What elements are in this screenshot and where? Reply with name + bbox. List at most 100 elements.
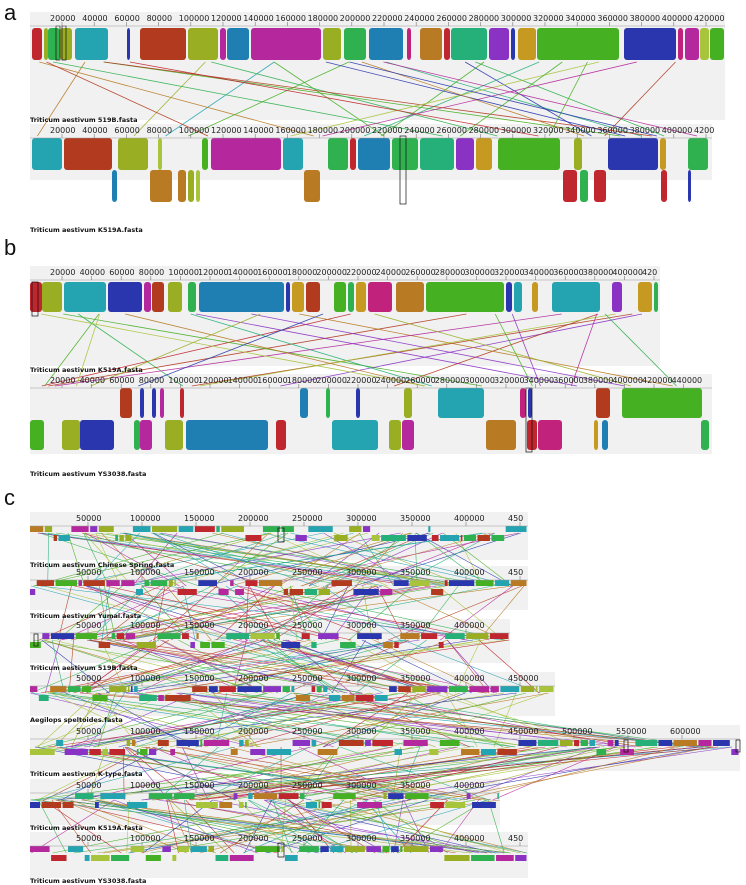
connector-line xyxy=(152,585,218,641)
connector-line xyxy=(125,692,636,748)
lcb-block xyxy=(400,846,403,852)
connector-line xyxy=(47,532,349,587)
lcb-block xyxy=(368,282,392,312)
lcb-block xyxy=(284,855,298,861)
lcb-block xyxy=(394,749,402,755)
tick-label: 200000 xyxy=(238,621,269,630)
connector-line xyxy=(199,746,510,801)
tick-label: 200000 xyxy=(340,126,371,135)
connector-line xyxy=(56,746,600,801)
connector-line xyxy=(402,692,504,748)
connector-line xyxy=(41,532,444,587)
lcb-block xyxy=(520,388,526,418)
tick-label: 100000 xyxy=(130,514,161,523)
panel-letter-b: b xyxy=(4,235,16,260)
lcb-block xyxy=(469,686,490,692)
connector-line xyxy=(152,532,239,587)
tick-label: 20000 xyxy=(50,268,75,277)
connector-line xyxy=(373,639,490,694)
lcb-block xyxy=(219,802,233,808)
connector-line xyxy=(282,639,435,694)
lcb-block xyxy=(445,802,466,808)
tick-label: 260000 xyxy=(405,268,436,277)
lcb-block xyxy=(165,420,183,450)
lcb-block xyxy=(200,740,203,746)
lcb-block xyxy=(245,802,247,808)
lcb-block xyxy=(118,138,148,170)
lcb-block xyxy=(211,642,225,648)
lcb-block xyxy=(535,686,538,692)
tick-label: 360000 xyxy=(553,268,584,277)
tick-label: 360000 xyxy=(597,14,628,23)
tick-label: 600000 xyxy=(670,727,701,736)
lcb-block xyxy=(511,28,515,60)
lcb-block xyxy=(476,138,492,170)
lcb-block xyxy=(248,793,253,799)
lcb-block xyxy=(318,589,331,595)
lcb-block xyxy=(258,580,283,586)
lcb-block xyxy=(188,170,194,202)
connector-line xyxy=(142,799,213,854)
connector-line xyxy=(212,532,289,587)
lcb-block xyxy=(132,526,151,532)
lcb-block xyxy=(430,802,444,808)
lcb-block xyxy=(391,846,399,852)
connector-line xyxy=(293,692,643,748)
connector-line xyxy=(392,746,401,801)
tick-label: 280000 xyxy=(435,376,466,385)
lcb-block xyxy=(109,749,126,755)
lcb-block xyxy=(44,526,53,532)
connector-line xyxy=(43,639,209,694)
connector-line xyxy=(86,639,362,694)
lcb-block xyxy=(514,282,522,312)
lcb-block xyxy=(82,686,91,692)
tick-label: 350000 xyxy=(400,568,431,577)
connector-line xyxy=(604,313,677,387)
lcb-block xyxy=(612,282,622,312)
tick-label: 400000 xyxy=(454,514,485,523)
tick-label: 300000 xyxy=(346,514,377,523)
lcb-block xyxy=(55,580,77,586)
lcb-block xyxy=(389,420,401,450)
tick-label: 400000 xyxy=(612,376,643,385)
tick-label: 180000 xyxy=(308,14,339,23)
connector-line xyxy=(464,61,592,137)
lcb-block xyxy=(42,633,50,639)
lcb-block xyxy=(594,420,598,450)
tick-label: 340000 xyxy=(524,376,555,385)
lcb-block xyxy=(152,388,156,418)
tick-label: 400000 xyxy=(454,621,485,630)
connector-line xyxy=(89,585,144,641)
lcb-block xyxy=(357,802,383,808)
lcb-block xyxy=(140,28,186,60)
connector-line xyxy=(60,746,164,801)
tick-label: 100000 xyxy=(130,834,161,843)
connector-line xyxy=(140,799,357,854)
connector-line xyxy=(245,585,249,641)
tick-label: 300000 xyxy=(346,568,377,577)
lcb-block xyxy=(254,793,278,799)
connector-line xyxy=(261,639,339,694)
connector-line xyxy=(318,639,448,694)
lcb-block xyxy=(429,846,443,852)
lcb-block xyxy=(64,282,106,312)
connector-line xyxy=(322,585,401,641)
lcb-block xyxy=(140,388,144,418)
connector-line xyxy=(129,61,539,137)
connector-line xyxy=(398,799,487,854)
connector-line xyxy=(414,532,418,587)
connector-line xyxy=(41,313,426,387)
tick-label: 350000 xyxy=(400,781,431,790)
lcb-block xyxy=(30,846,50,852)
connector-line xyxy=(166,799,179,854)
lcb-block xyxy=(53,535,58,541)
lcb-block xyxy=(83,580,105,586)
tick-label: 120000 xyxy=(198,376,229,385)
connector-line xyxy=(44,313,100,387)
lcb-block xyxy=(237,686,262,692)
lcb-block xyxy=(178,170,186,202)
lcb-block xyxy=(30,282,42,312)
connector-line xyxy=(126,532,487,587)
lcb-block xyxy=(158,138,162,170)
connector-line xyxy=(71,692,196,748)
